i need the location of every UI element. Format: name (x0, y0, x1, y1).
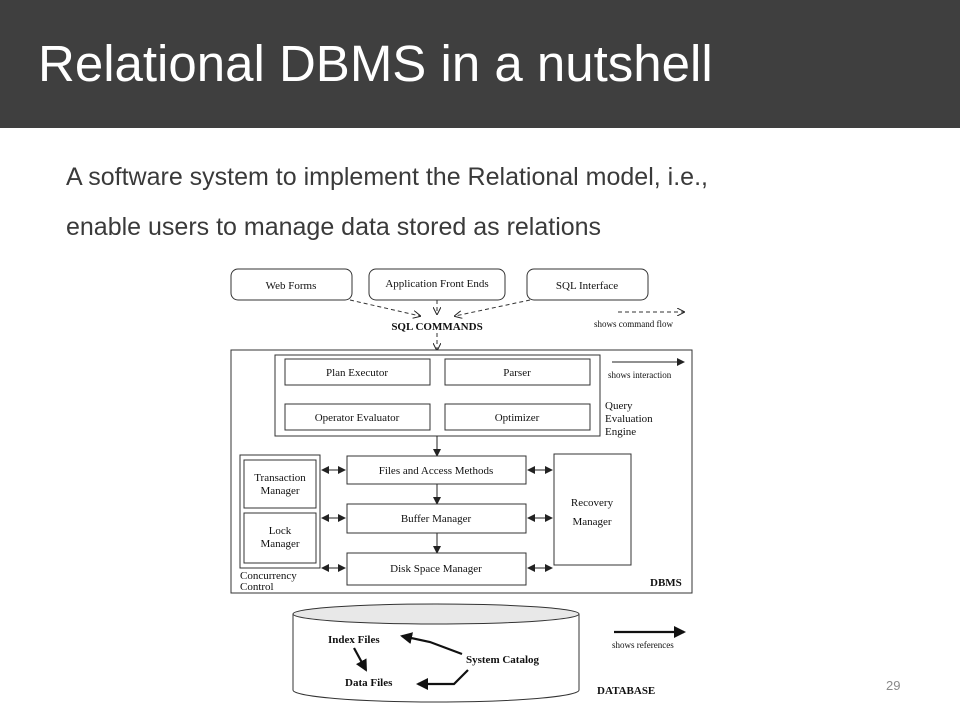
recovery-manager-label-1: Recovery (571, 497, 614, 509)
references-legend-label: shows references (612, 640, 674, 650)
concurrency-control-label-1: Concurrency (240, 570, 297, 582)
interaction-arrows (321, 466, 553, 572)
web-forms-box: Web Forms (230, 268, 353, 301)
disk-space-manager-label: Disk Space Manager (390, 563, 482, 575)
system-catalog-label: System Catalog (466, 654, 540, 666)
files-access-methods-box: Files and Access Methods (346, 455, 527, 485)
web-forms-label: Web Forms (266, 280, 317, 292)
recovery-manager-label-2: Manager (572, 516, 611, 528)
app-front-ends-label: Application Front Ends (385, 278, 488, 290)
optimizer-box: Optimizer (444, 403, 591, 431)
buffer-manager-box: Buffer Manager (346, 503, 527, 534)
interaction-legend-label: shows interaction (608, 370, 672, 380)
transaction-manager-label-1: Transaction (254, 472, 306, 484)
app-front-ends-box: Application Front Ends (368, 268, 506, 301)
sql-interface-label: SQL Interface (556, 280, 618, 292)
files-access-methods-label: Files and Access Methods (379, 465, 494, 477)
body-text-line-2: enable users to manage data stored as re… (66, 213, 602, 241)
parser-label: Parser (503, 367, 531, 379)
lock-manager-label-2: Manager (260, 538, 299, 550)
command-flow-legend-label: shows command flow (594, 319, 673, 329)
parser-box: Parser (444, 358, 591, 386)
command-flow-lines (349, 299, 531, 350)
slide-title: Relational DBMS in a nutshell (38, 35, 713, 92)
index-files-label: Index Files (328, 634, 380, 646)
database-cylinder (292, 603, 580, 703)
transaction-manager-box: Transaction Manager (243, 459, 317, 509)
transaction-manager-label-2: Manager (260, 485, 299, 497)
buffer-manager-label: Buffer Manager (401, 513, 472, 525)
page-number: 29 (886, 678, 901, 693)
optimizer-label: Optimizer (495, 412, 540, 424)
qee-label-line-3: Engine (605, 426, 636, 438)
dbms-label: DBMS (650, 577, 682, 589)
data-files-label: Data Files (345, 677, 393, 689)
operator-evaluator-label: Operator Evaluator (315, 412, 400, 424)
operator-evaluator-box: Operator Evaluator (284, 403, 431, 431)
sql-interface-box: SQL Interface (526, 268, 649, 301)
disk-space-manager-box: Disk Space Manager (346, 552, 527, 586)
lock-manager-label-1: Lock (269, 525, 292, 537)
recovery-manager-box: Recovery Manager (553, 453, 632, 566)
database-label: DATABASE (597, 685, 655, 697)
qee-label-line-2: Evaluation (605, 413, 653, 425)
plan-executor-box: Plan Executor (284, 358, 431, 386)
plan-executor-label: Plan Executor (326, 367, 388, 379)
lock-manager-box: Lock Manager (243, 512, 317, 564)
qee-label-line-1: Query (605, 400, 633, 412)
sql-commands-label: SQL COMMANDS (391, 321, 482, 333)
concurrency-control-label-2: Control (240, 581, 274, 593)
reference-arrows (353, 632, 469, 690)
title-bar: Relational DBMS in a nutshell (0, 0, 960, 128)
body-text-line-1: A software system to implement the Relat… (66, 163, 708, 191)
